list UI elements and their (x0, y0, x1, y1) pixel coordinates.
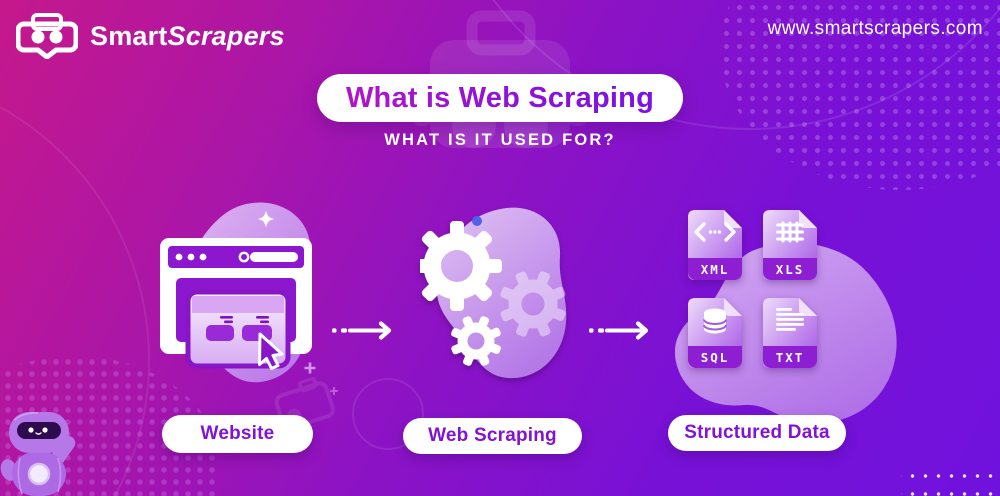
xls-file-icon: XLS (763, 210, 817, 280)
file-type-label: XLS (775, 261, 805, 277)
cursor-icon (258, 332, 284, 370)
plus-sparkle-icon (330, 387, 338, 395)
sql-file-icon: SQL (688, 298, 742, 368)
robot-mascot (0, 412, 76, 496)
flow-arrow-icon (332, 321, 392, 340)
plus-sparkle-icon (304, 362, 316, 374)
dot-grid-pattern (901, 462, 994, 496)
node-label: Structured Data (684, 422, 830, 443)
file-icons-grid: XML XLS SQL (688, 210, 817, 368)
file-label-band: TXT (763, 346, 817, 368)
smartscrapers-logo-icon (16, 13, 78, 59)
title-subtitle: WHAT IS IT USED FOR? (384, 131, 616, 149)
file-label-band: XML (688, 258, 742, 280)
flow-node-structured-data: Structured Data (668, 415, 846, 451)
website-illustration (138, 192, 338, 404)
file-label-band: SQL (688, 346, 742, 368)
flow-node-web-scraping: Web Scraping (403, 418, 582, 454)
node-label: Website (200, 423, 275, 444)
website-url: www.smartscrapers.com (767, 18, 983, 39)
file-type-label: SQL (700, 349, 730, 365)
web-scraping-gears-illustration (420, 196, 580, 396)
txt-file-icon: TXT (763, 298, 817, 368)
node-label: Web Scraping (428, 425, 557, 446)
flow-node-website: Website (162, 415, 313, 453)
file-label-band: XLS (763, 258, 817, 280)
file-type-label: TXT (775, 349, 805, 365)
file-type-label: XML (700, 261, 730, 277)
page-title-pill: What is Web Scraping (317, 74, 683, 122)
flow-arrow-icon (589, 321, 649, 340)
page-title: What is Web Scraping (345, 81, 654, 114)
sparkle-star-icon (257, 210, 275, 228)
header: SmartScrapers www.smartscrapers.com (0, 0, 1000, 70)
logo: SmartScrapers (16, 13, 285, 59)
logo-text-bold: Smart (90, 20, 168, 51)
logo-text-italic: Scrapers (167, 20, 285, 51)
logo-text: SmartScrapers (90, 21, 285, 52)
xml-file-icon: XML (688, 210, 742, 280)
